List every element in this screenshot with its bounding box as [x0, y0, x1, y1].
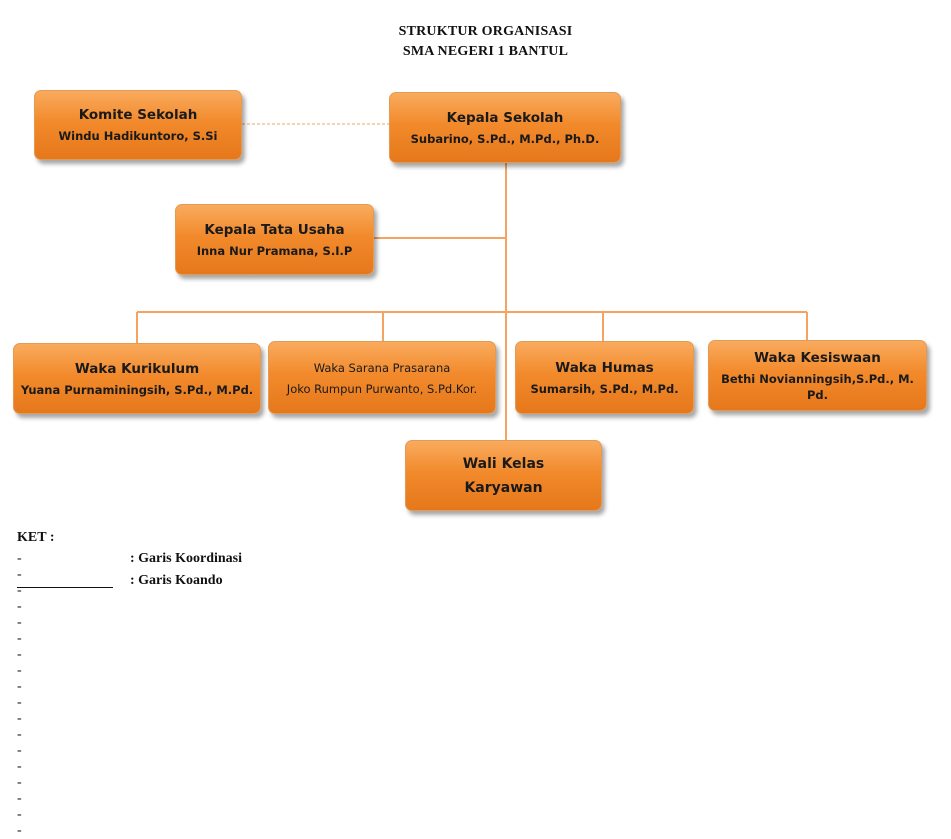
node-person: Bethi Novianningsih,S.Pd., M. Pd.: [721, 371, 914, 402]
node-komite-sekolah: Komite Sekolah Windu Hadikuntoro, S.Si: [34, 90, 242, 160]
node-person: Subarino, S.Pd., M.Pd., Ph.D.: [410, 131, 600, 146]
node-person: Sumarsih, S.Pd., M.Pd.: [530, 381, 679, 396]
node-person: Windu Hadikuntoro, S.Si: [58, 129, 218, 143]
node-waka-kesiswaan: Waka Kesiswaan Bethi Novianningsih,S.Pd.…: [708, 340, 927, 411]
node-role: Waka Kurikulum: [74, 360, 200, 377]
node-role: Waka Sarana Prasarana: [313, 360, 451, 375]
node-wali-kelas-karyawan: Wali Kelas Karyawan: [405, 440, 602, 511]
node-role: Kepala Tata Usaha: [204, 221, 345, 238]
legend-dashed-label: : Garis Koordinasi: [130, 551, 243, 566]
node-waka-sarana-prasarana: Waka Sarana Prasarana Joko Rumpun Purwan…: [268, 341, 496, 414]
node-line1: Wali Kelas: [462, 455, 545, 472]
chart-title-line1: STRUKTUR ORGANISASI: [398, 24, 573, 39]
node-waka-humas: Waka Humas Sumarsih, S.Pd., M.Pd.: [515, 341, 694, 414]
node-role: Kepala Sekolah: [446, 109, 564, 126]
node-line2: Karyawan: [464, 479, 543, 496]
node-role: Waka Kesiswaan: [754, 349, 881, 366]
node-person: Yuana Purnaminingsih, S.Pd., M.Pd.: [20, 382, 254, 397]
node-person: Inna Nur Pramana, S.I.P: [196, 243, 353, 258]
node-kepala-tata-usaha: Kepala Tata Usaha Inna Nur Pramana, S.I.…: [175, 204, 374, 275]
legend-solid-symbol: [17, 573, 113, 588]
connector-lines: [136, 123, 808, 442]
node-role: Waka Humas: [555, 359, 654, 376]
node-kepala-sekolah: Kepala Sekolah Subarino, S.Pd., M.Pd., P…: [389, 92, 621, 163]
chart-title-line2: SMA NEGERI 1 BANTUL: [402, 44, 569, 59]
node-waka-kurikulum: Waka Kurikulum Yuana Purnaminingsih, S.P…: [13, 343, 261, 414]
legend-solid-label: : Garis Koando: [130, 573, 223, 588]
legend-heading: KET :: [17, 530, 55, 545]
node-role: Komite Sekolah: [78, 107, 198, 123]
legend-dashed-symbol: ------------------: [17, 551, 22, 838]
node-person: Joko Rumpun Purwanto, S.Pd.Kor.: [286, 381, 478, 396]
